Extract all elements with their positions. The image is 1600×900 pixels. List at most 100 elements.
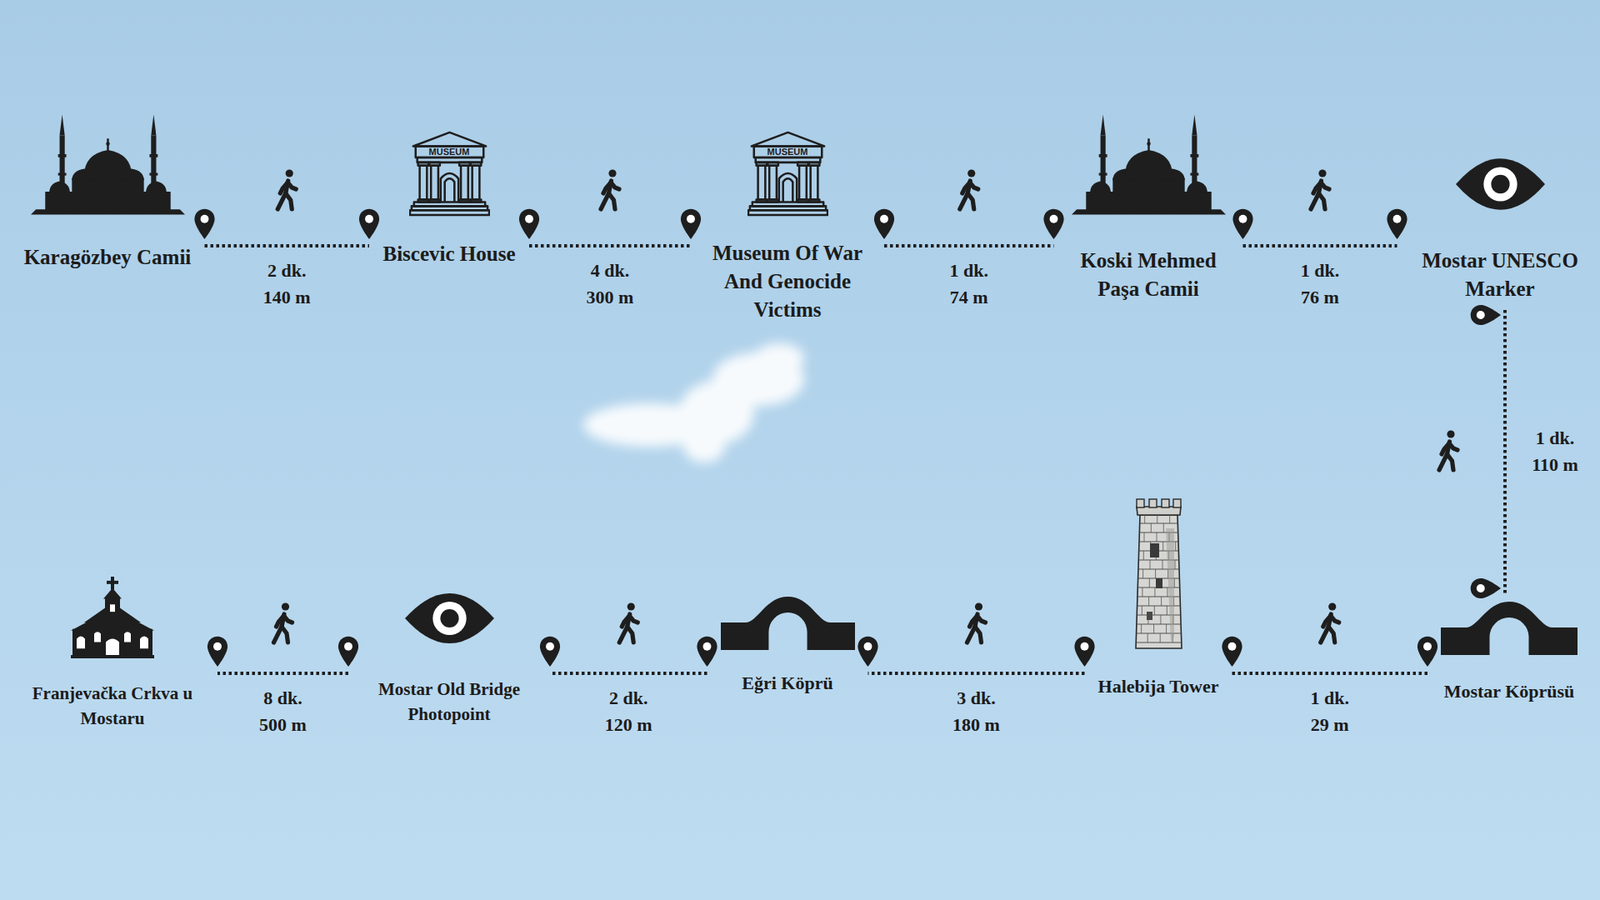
icon-shape — [1146, 611, 1153, 620]
map-pin — [1470, 305, 1501, 325]
walker-limb — [274, 626, 283, 643]
icon-shape — [70, 576, 155, 659]
icon-shape — [1160, 615, 1161, 625]
place-node: Mostar Old Bridge Photopoint — [356, 586, 542, 727]
pin-hole — [213, 642, 222, 651]
walk-distance: 1 dk. 76 m — [1293, 257, 1347, 311]
pin-hole — [1476, 584, 1485, 593]
mosque-icon — [30, 112, 185, 217]
walk-distance: 1 dk. 29 m — [1303, 685, 1357, 739]
place-node: MUSEUMBiscevic House — [377, 130, 521, 269]
pin-body — [1232, 209, 1253, 240]
icon-shape — [799, 165, 807, 200]
mosque-icon — [1071, 112, 1226, 217]
icon-shape — [1191, 115, 1197, 136]
pin-body — [857, 636, 878, 667]
icon-shape — [1162, 541, 1164, 551]
walker-limb — [277, 193, 286, 210]
icon-shape — [1165, 528, 1175, 642]
icon-shape — [1135, 515, 1182, 649]
pin-body — [207, 636, 228, 667]
pin-hole — [1423, 642, 1432, 651]
walker-icon — [619, 602, 638, 643]
place-name: Mostar Old Bridge Photopoint — [361, 676, 537, 727]
icon-label: MUSEUM — [415, 146, 483, 158]
dotted-line — [1503, 310, 1507, 594]
pin-body — [1386, 209, 1407, 240]
icon-shape — [1148, 578, 1150, 588]
icon-shape — [1153, 624, 1155, 634]
place-node: MUSEUMMuseum Of War And Genocide Victims — [699, 130, 876, 325]
icon-shape — [1146, 633, 1148, 643]
icon-shape — [84, 150, 132, 175]
map-pin — [696, 636, 717, 667]
pin-body — [540, 636, 560, 667]
museum-icon — [747, 130, 829, 217]
walking-route — [857, 602, 1095, 674]
icon-shape — [1100, 115, 1105, 136]
icon-shape — [1166, 587, 1168, 597]
icon-shape — [412, 132, 485, 147]
walker-limb — [284, 615, 293, 623]
dotted-line — [884, 244, 1055, 248]
icon-shape — [440, 173, 458, 203]
icon-shape — [782, 178, 793, 202]
map-pin — [540, 636, 560, 667]
icon-shape — [753, 145, 821, 158]
walk-distance: 1 dk. 74 m — [942, 257, 996, 311]
icon-shape — [1143, 532, 1145, 542]
icon-shape — [755, 162, 767, 166]
icon-shape — [1440, 601, 1578, 655]
pin-body — [680, 209, 701, 240]
walker-limb — [975, 626, 982, 643]
place-node: Franjevačka Crkva u Mostaru — [15, 576, 210, 731]
icon-shape — [1155, 569, 1156, 579]
icon-shape — [71, 178, 144, 195]
icon-shape — [1149, 560, 1150, 570]
walking-route — [540, 602, 718, 674]
walker-limb — [977, 615, 986, 623]
icon-shape — [1162, 523, 1164, 533]
icon-shape — [440, 609, 459, 628]
walker-icon — [277, 169, 296, 210]
walker-icon — [967, 602, 986, 643]
walking-route — [1221, 602, 1438, 674]
icon-shape — [1139, 523, 1178, 525]
icon-shape — [1144, 514, 1145, 524]
place-node: Mostar Köprüsü — [1435, 600, 1583, 705]
icon-shape — [1135, 642, 1182, 644]
pin-hole — [1228, 642, 1237, 651]
icon-shape — [1141, 587, 1143, 597]
pin-body — [359, 209, 380, 240]
walking-route — [1232, 169, 1407, 246]
tower-icon — [1124, 495, 1194, 650]
icon-shape — [1150, 543, 1160, 558]
icon-shape — [1090, 181, 1111, 194]
icon-shape — [1156, 514, 1158, 524]
icon-shape — [1153, 605, 1155, 615]
icon-shape — [106, 138, 109, 151]
icon-shape — [145, 181, 167, 194]
icon-shape — [1149, 499, 1157, 508]
icon-shape — [57, 173, 66, 176]
icon-shape — [1071, 115, 1226, 215]
icon-shape — [1159, 633, 1160, 643]
icon-shape — [429, 162, 440, 166]
pin-body — [1043, 209, 1064, 240]
walker-head — [608, 169, 616, 177]
pin-body — [1221, 636, 1242, 667]
eye-icon — [403, 586, 496, 650]
walker-limb — [1328, 626, 1335, 643]
walker-limb — [619, 626, 628, 643]
icon-shape — [1160, 596, 1162, 606]
icon-shape — [1150, 523, 1151, 533]
dotted-line — [1243, 244, 1398, 248]
pin-hole — [1050, 215, 1059, 224]
icon-shape — [70, 655, 155, 659]
icon-shape — [1173, 499, 1181, 508]
walker-limb — [1330, 615, 1340, 623]
icon-shape — [1186, 181, 1208, 194]
icon-shape — [409, 210, 489, 215]
